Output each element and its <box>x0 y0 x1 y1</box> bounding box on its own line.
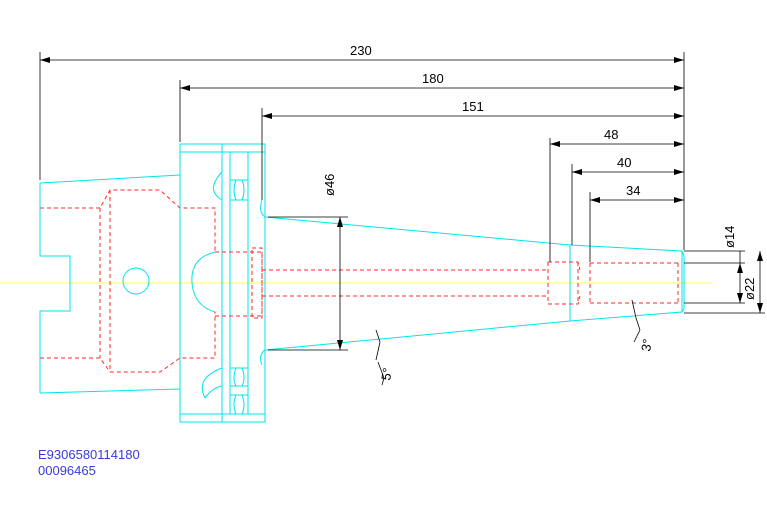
dimension-lines <box>39 52 765 386</box>
dim-bore-angle: 3° <box>638 338 655 353</box>
part-info: E9306580114180 00096465 <box>38 447 140 479</box>
dim-taper-diameter: ø46 <box>322 174 337 196</box>
dim-overall-length: 230 <box>350 43 372 58</box>
dim-taper-length: 151 <box>462 99 484 114</box>
part-outline <box>39 143 685 423</box>
dim-bore-depth-2: 40 <box>617 155 631 170</box>
dim-bore-diameter-small: ø14 <box>722 226 737 248</box>
part-code: E9306580114180 <box>38 447 140 462</box>
dim-flange-length: 180 <box>422 71 444 86</box>
part-number: 00096465 <box>38 463 96 478</box>
hidden-lines <box>40 189 679 373</box>
dim-taper-angle: 5° <box>378 367 395 382</box>
dim-bore-diameter-large: ø22 <box>742 278 757 300</box>
dim-bore-depth-3: 34 <box>626 183 640 198</box>
dim-bore-depth-1: 48 <box>604 127 618 142</box>
